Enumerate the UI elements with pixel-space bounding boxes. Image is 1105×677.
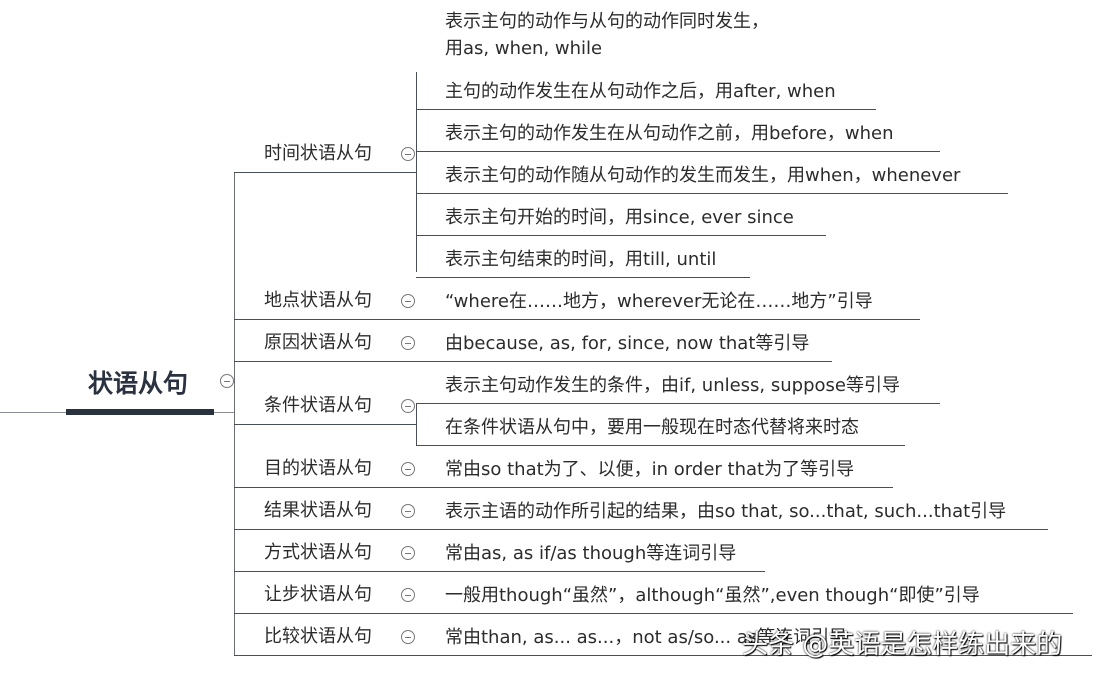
- collapse-icon[interactable]: [401, 462, 415, 476]
- leaf-text[interactable]: 表示主句的动作随从句动作的发生而发生，用when，whenever: [445, 165, 961, 186]
- branch-topic[interactable]: 目的状语从句: [264, 458, 372, 479]
- leaf-connector: [416, 403, 417, 445]
- leaf-underline: [416, 445, 905, 446]
- leaf-underline: [416, 361, 832, 362]
- collapse-icon[interactable]: [401, 399, 415, 413]
- leaf-underline: [416, 529, 1048, 530]
- leaf-underline: [416, 403, 940, 404]
- leaf-underline: [416, 487, 893, 488]
- branch-underline: [234, 172, 417, 173]
- leaf-underline: [416, 151, 940, 152]
- branch-topic[interactable]: 比较状语从句: [264, 626, 372, 647]
- collapse-icon[interactable]: [401, 630, 415, 644]
- leaf-text[interactable]: 主句的动作发生在从句动作之后，用after, when: [445, 81, 836, 102]
- branch-topic[interactable]: 方式状语从句: [264, 542, 372, 563]
- leaf-text[interactable]: 由because, as, for, since, now that等引导: [445, 333, 810, 354]
- collapse-icon[interactable]: [401, 588, 415, 602]
- leaf-text[interactable]: 表示主句的动作发生在从句动作之前，用before，when: [445, 123, 894, 144]
- leaf-text[interactable]: “where在……地方，wherever无论在……地方”引导: [445, 291, 873, 312]
- leaf-text[interactable]: 常由so that为了、以便，in order that为了等引导: [445, 459, 855, 480]
- collapse-icon[interactable]: [401, 336, 415, 350]
- leaf-underline: [416, 277, 750, 278]
- leaf-underline: [416, 109, 876, 110]
- branch-topic[interactable]: 结果状语从句: [264, 500, 372, 521]
- leaf-text[interactable]: 在条件状语从句中，要用一般现在时态代替将来时态: [445, 417, 859, 438]
- branch-underline: [234, 361, 416, 362]
- branch-underline: [234, 655, 416, 656]
- leaf-text[interactable]: 一般用though“虽然”，although“虽然”,even though“即…: [445, 585, 980, 606]
- collapse-icon[interactable]: [220, 374, 234, 388]
- leaf-text[interactable]: 表示主句的动作与从句的动作同时发生，: [445, 11, 769, 32]
- branch-underline: [234, 571, 416, 572]
- leaf-text[interactable]: 表示主句动作发生的条件，由if, unless, suppose等引导: [445, 375, 900, 396]
- leaf-text[interactable]: 表示主语的动作所引起的结果，由so that, so...that, such.…: [445, 501, 1007, 522]
- root-topic[interactable]: 状语从句: [88, 369, 189, 398]
- branch-topic[interactable]: 地点状语从句: [264, 290, 372, 311]
- leaf-underline: [416, 571, 765, 572]
- leaf-text[interactable]: 常由than, as... as...，not as/so... as等连词引导: [445, 627, 848, 648]
- collapse-icon[interactable]: [401, 294, 415, 308]
- root-underline: [66, 409, 214, 415]
- leaf-text[interactable]: 用as, when, while: [445, 38, 603, 59]
- leaf-text[interactable]: 表示主句结束的时间，用till, until: [445, 249, 717, 270]
- branch-underline: [234, 613, 416, 614]
- leaf-text[interactable]: 表示主句开始的时间，用since, ever since: [445, 207, 794, 228]
- leaf-underline: [416, 235, 826, 236]
- branch-underline: [234, 529, 416, 530]
- leaf-text[interactable]: 常由as, as if/as though等连词引导: [445, 543, 737, 564]
- branch-topic[interactable]: 让步状语从句: [264, 584, 372, 605]
- branch-underline: [234, 487, 416, 488]
- trunk-line: [234, 172, 235, 656]
- leaf-underline: [416, 655, 1092, 656]
- branch-underline: [234, 424, 416, 425]
- branch-topic[interactable]: 时间状语从句: [264, 143, 372, 164]
- collapse-icon[interactable]: [401, 504, 415, 518]
- branch-topic[interactable]: 条件状语从句: [264, 395, 372, 416]
- collapse-icon[interactable]: [401, 546, 415, 560]
- branch-topic[interactable]: 原因状语从句: [264, 332, 372, 353]
- leaf-underline: [416, 613, 1073, 614]
- leaf-connector: [416, 72, 417, 272]
- watermark: 头条 @英语是怎样练出来的: [742, 630, 1063, 660]
- leaf-underline: [416, 193, 1008, 194]
- branch-underline: [234, 319, 416, 320]
- leaf-underline: [416, 319, 920, 320]
- collapse-icon[interactable]: [401, 147, 415, 161]
